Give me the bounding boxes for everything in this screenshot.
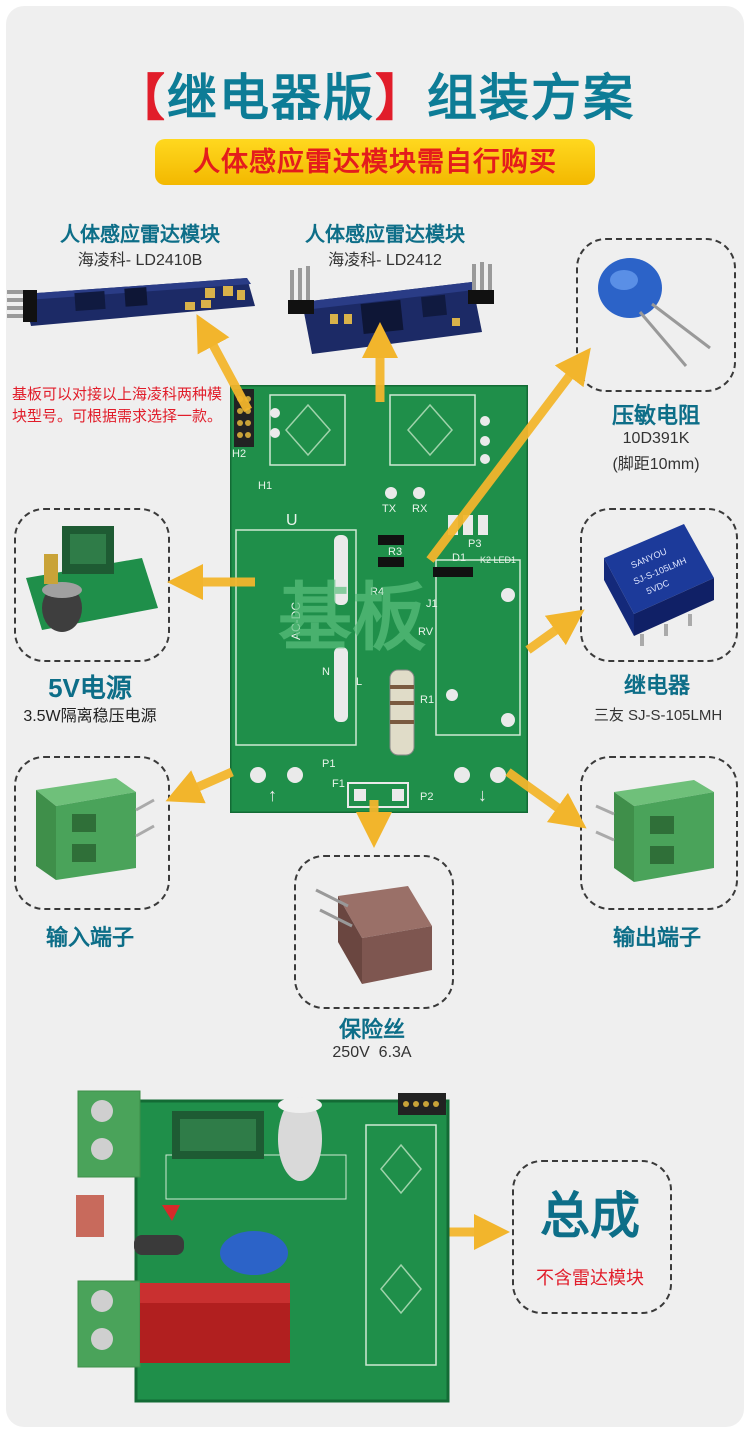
fuse-name: 保险丝 <box>338 1017 405 1042</box>
output-terminal-image <box>595 780 714 882</box>
silk-acdc: AC-DC <box>289 602 303 640</box>
board-watermark-label: 基板 <box>278 575 426 661</box>
varistor-spec1: 10D391K <box>622 430 690 447</box>
output-terminal-name: 输出端子 <box>612 925 701 950</box>
power-spec: 3.5W隔离稳压电源 <box>23 708 157 725</box>
silk-l: L <box>356 676 362 688</box>
silk-rv: RV <box>418 626 434 638</box>
silk-tx: TX <box>382 503 397 515</box>
purchase-banner: 人体感应雷达模块需自行购买 <box>155 139 595 185</box>
base-board-image: H1 H2 TX RX R3 R4 D1 P3 J1 RV R1 P1 P2 F… <box>230 385 528 813</box>
silk-led: K2 LED1 <box>480 555 516 565</box>
module2-heading: 人体感应雷达模块 <box>305 224 465 246</box>
silk-u: U <box>286 512 298 529</box>
silk-p3: P3 <box>468 538 481 550</box>
varistor-spec2: (脚距10mm) <box>612 456 700 473</box>
relay-image: SANYOU SJ-S-105LMH 5VDC <box>604 524 714 646</box>
svg-text:↓: ↓ <box>478 785 487 805</box>
silk-d1: D1 <box>452 552 466 564</box>
assembly-spec: 不含雷达模块 <box>536 1268 644 1288</box>
silk-n: N <box>322 666 330 678</box>
page-title: 【继电器版】组装方案 <box>115 70 635 126</box>
assembled-board-image <box>76 1090 450 1403</box>
silk-r3: R3 <box>388 546 402 558</box>
fuse-image <box>315 886 432 984</box>
output-terminal-box <box>580 756 738 910</box>
ld2412-module-image <box>288 262 494 354</box>
arrow-to-input <box>165 767 234 804</box>
silk-p1: P1 <box>322 758 335 770</box>
silk-h2: H2 <box>232 448 246 460</box>
silk-f1: F1 <box>332 778 345 790</box>
silk-p2: P2 <box>420 791 433 803</box>
input-terminal-box <box>14 756 170 910</box>
varistor-image <box>598 258 711 367</box>
silk-j1: J1 <box>426 598 438 610</box>
svg-text:↑: ↑ <box>268 785 277 805</box>
fuse-box <box>294 855 454 1009</box>
relay-spec: 三友 SJ-S-105LMH <box>593 707 723 724</box>
input-terminal-name: 输入端子 <box>45 925 134 950</box>
module2-model: 海凌科- LD2412 <box>328 252 442 269</box>
relay-box <box>580 508 738 662</box>
ld2410b-module-image <box>7 278 255 326</box>
input-terminal-image <box>36 778 155 880</box>
power-module-image <box>26 526 158 632</box>
power-name: 5V电源 <box>48 673 132 703</box>
silk-h1: H1 <box>258 480 272 492</box>
assembly-name: 总成 <box>540 1188 640 1244</box>
module1-heading: 人体感应雷达模块 <box>60 224 220 246</box>
varistor-box <box>576 238 736 392</box>
silk-rx: RX <box>412 503 428 515</box>
arrow-to-varistor <box>426 347 591 563</box>
arrow-to-output <box>505 768 587 829</box>
fuse-spec: 250V 6.3A <box>332 1044 412 1061</box>
assembly-box <box>512 1160 672 1314</box>
module1-model: 海凌科- LD2410B <box>77 252 203 269</box>
compatibility-note: 基板可以对接以上海凌科两种模块型号。可根据需求选择一款。 <box>12 386 223 425</box>
arrow-to-module1 <box>196 314 252 413</box>
arrow-to-relay <box>525 609 585 654</box>
relay-name: 继电器 <box>623 673 690 698</box>
silk-r1: R1 <box>420 694 434 706</box>
silk-r4: R4 <box>370 586 384 598</box>
varistor-name: 压敏电阻 <box>611 403 700 428</box>
